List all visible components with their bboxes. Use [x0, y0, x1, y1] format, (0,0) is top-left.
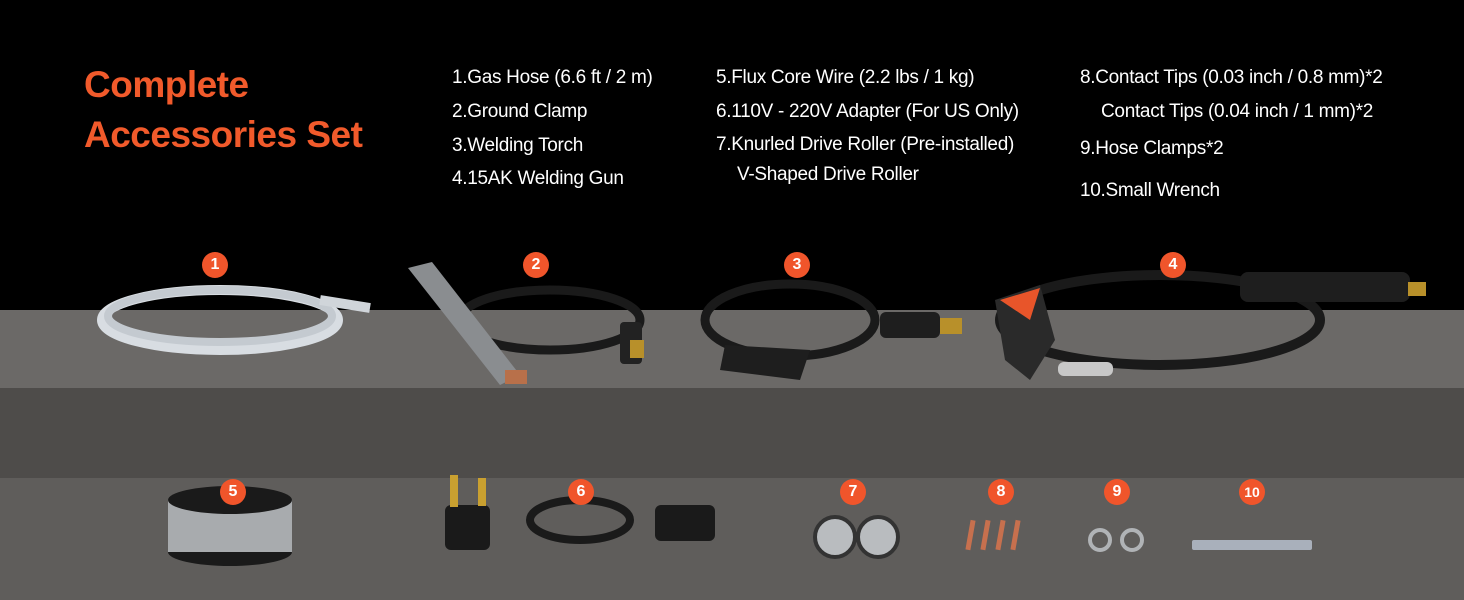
item-knurled-roller: 7.Knurled Drive Roller (Pre-installed)	[716, 134, 1014, 155]
mig-gun-image	[995, 270, 1426, 380]
badge-8: 8	[988, 479, 1014, 505]
badge-7: 7	[840, 479, 866, 505]
gas-hose-image	[97, 285, 371, 355]
title-line-2: Accessories Set	[84, 114, 363, 155]
item-welding-gun: 4.15AK Welding Gun	[452, 168, 624, 189]
badge-2: 2	[523, 252, 549, 278]
page-title: Complete Accessories Set	[84, 60, 363, 160]
electrode-holder-image	[700, 279, 962, 380]
item-contact-tips-1: Contact Tips (0.04 inch / 1 mm)*2	[1101, 101, 1374, 122]
item-flux-core-wire: 5.Flux Core Wire (2.2 lbs / 1 kg)	[716, 67, 975, 88]
drive-rollers-image	[813, 515, 900, 559]
badge-9: 9	[1104, 479, 1130, 505]
badge-4: 4	[1160, 252, 1186, 278]
ground-clamp-image	[408, 262, 645, 385]
hose-clamps-image	[1088, 528, 1144, 552]
badge-10: 10	[1239, 479, 1265, 505]
item-gas-hose: 1.Gas Hose (6.6 ft / 2 m)	[452, 67, 653, 88]
item-welding-torch: 3.Welding Torch	[452, 135, 584, 156]
contact-tips-image	[965, 519, 1021, 551]
badge-1: 1	[202, 252, 228, 278]
badge-5: 5	[220, 479, 246, 505]
item-contact-tips-08: 8.Contact Tips (0.03 inch / 0.8 mm)*2	[1080, 67, 1383, 88]
badge-3: 3	[784, 252, 810, 278]
shelf-front	[0, 388, 1464, 480]
title-line-1: Complete	[84, 64, 249, 105]
item-adapter: 6.110V - 220V Adapter (For US Only)	[716, 101, 1019, 122]
wrench-image	[1192, 540, 1312, 550]
item-v-roller: V-Shaped Drive Roller	[737, 164, 919, 185]
item-hose-clamps: 9.Hose Clamps*2	[1080, 138, 1224, 159]
item-small-wrench: 10.Small Wrench	[1080, 180, 1220, 201]
badge-6: 6	[568, 479, 594, 505]
item-ground-clamp: 2.Ground Clamp	[452, 101, 588, 122]
